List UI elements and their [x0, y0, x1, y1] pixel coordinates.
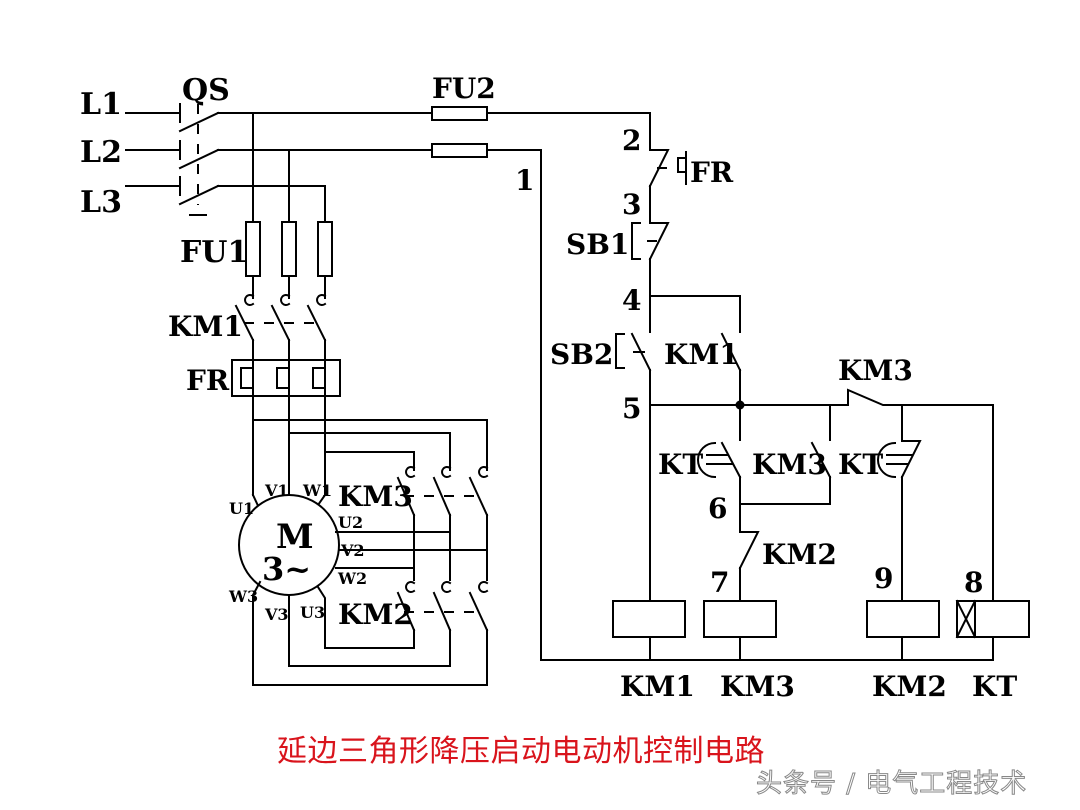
km3-aux-no-contact: [810, 441, 832, 479]
node-2: 2: [622, 124, 641, 157]
node-3: 3: [622, 188, 641, 221]
fuse-fu1: [245, 221, 333, 277]
km1-aux-contact: [720, 332, 742, 372]
label-motor-3ph: 3~: [262, 550, 311, 588]
label-kt-nc: KT: [658, 448, 703, 481]
terminal-w1: W1: [302, 481, 332, 500]
coil-label-km3: KM3: [720, 670, 795, 703]
node-8: 8: [964, 566, 983, 599]
contactor-km1-main: [234, 294, 327, 342]
stop-button-sb1: [631, 222, 670, 261]
coil-km2: [866, 600, 940, 638]
junction-dot: [735, 400, 745, 410]
kt-nc-timed-contact: [697, 441, 742, 479]
label-km3-nc: KM3: [838, 354, 913, 387]
node-5: 5: [622, 392, 641, 425]
watermark: 头条号 / 电气工程技术: [755, 769, 1028, 800]
coil-label-km2: KM2: [872, 670, 947, 703]
terminal-u3: U3: [300, 603, 325, 622]
coil-km1: [612, 600, 686, 638]
terminal-w2: W2: [337, 569, 367, 588]
main-circuit: [125, 103, 651, 686]
terminal-v1: V1: [264, 481, 289, 500]
label-motor-m: M: [276, 517, 314, 557]
fuse-fu2: [431, 106, 488, 158]
diagram-title: 延边三角形降压启动电动机控制电路: [277, 734, 765, 769]
terminal-w3: W3: [228, 587, 258, 606]
start-button-sb2: [615, 332, 652, 372]
terminal-v2: V2: [340, 541, 365, 560]
node-7: 7: [710, 566, 729, 599]
label-fr-main: FR: [186, 364, 230, 397]
fr-nc-contact: [648, 149, 687, 188]
isolator-qs: [178, 104, 220, 216]
km3-aux-nc-contact: [829, 388, 903, 406]
coil-kt: [955, 599, 1030, 639]
node-9: 9: [874, 562, 893, 595]
node-6: 6: [708, 492, 727, 525]
label-km2-interlock: KM2: [762, 538, 837, 571]
label-l2: L2: [80, 135, 122, 170]
coil-km3: [703, 600, 777, 638]
label-fu2: FU2: [432, 72, 496, 105]
label-l3: L3: [80, 185, 122, 220]
node-1: 1: [515, 164, 534, 197]
label-kt-no: KT: [838, 448, 883, 481]
km2-interlock-nc: [738, 531, 760, 570]
contactor-km3-main: [396, 466, 489, 517]
terminal-u1: U1: [229, 499, 254, 518]
terminal-u2: U2: [338, 513, 363, 532]
label-qs: QS: [182, 73, 230, 108]
label-fu1: FU1: [180, 235, 248, 270]
label-km3-main: KM3: [338, 480, 413, 513]
control-circuit: [431, 106, 1030, 661]
label-km1-aux: KM1: [664, 338, 739, 371]
overload-relay-fr: [231, 359, 341, 397]
contactor-km2-main: [396, 581, 489, 632]
label-fr-contact: FR: [690, 156, 734, 189]
labels: L1 L2 L3 QS FU1 KM1 FR M 3~ U1 V1 W1 U2 …: [80, 72, 1017, 703]
terminal-v3: V3: [264, 605, 289, 624]
label-km2-main: KM2: [338, 598, 413, 631]
label-sb1: SB1: [566, 228, 629, 261]
coil-label-kt: KT: [972, 670, 1017, 703]
label-km1-main: KM1: [168, 310, 243, 343]
label-km3-no: KM3: [752, 448, 827, 481]
kt-no-timed-contact: [877, 404, 922, 479]
node-4: 4: [622, 284, 641, 317]
label-sb2: SB2: [550, 338, 613, 371]
label-l1: L1: [80, 87, 122, 122]
coil-label-km1: KM1: [620, 670, 695, 703]
